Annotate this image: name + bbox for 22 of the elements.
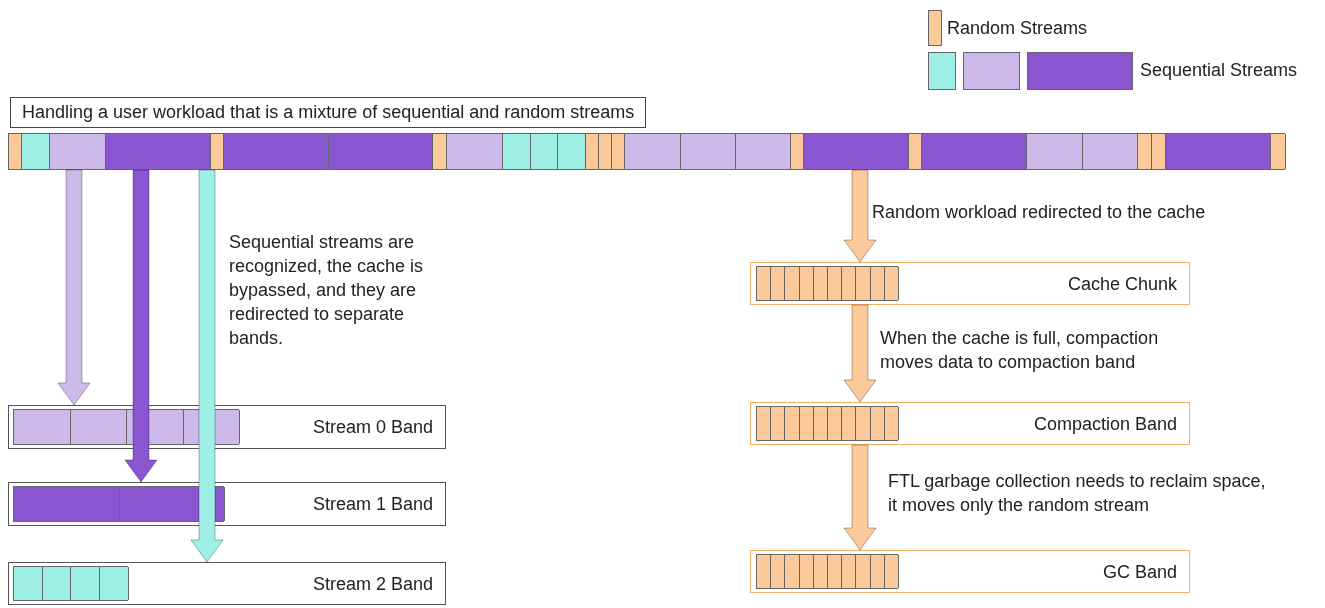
- band-label: GC Band: [1102, 561, 1177, 582]
- band-label: Stream 0 Band: [312, 416, 433, 438]
- band-label: Stream 2 Band: [312, 573, 433, 594]
- block-arrow: [57, 169, 91, 406]
- legend-text: Sequential Streams: [1140, 60, 1298, 81]
- note-text: Sequential streams are recognized, the cache is bypassed, and they are redirected to separate bands.: [229, 231, 425, 350]
- band-box: [8, 482, 446, 526]
- block-arrow: [190, 169, 224, 563]
- block-arrow: [843, 444, 877, 551]
- band-label: Cache Chunk: [1067, 273, 1177, 294]
- block-arrow: [843, 169, 877, 263]
- legend-text: Random Streams: [947, 18, 1088, 39]
- band-box: [750, 550, 1190, 593]
- band-box: [750, 262, 1190, 305]
- band-box: [750, 402, 1190, 445]
- block-arrow: [843, 304, 877, 403]
- band-label: Compaction Band: [1033, 413, 1177, 434]
- heading-box: Handling a user workload that is a mixture of sequential and random streams: [10, 97, 647, 128]
- band-box: [8, 562, 446, 605]
- block-arrow: [124, 169, 158, 483]
- band-box: [8, 405, 446, 449]
- band-label: Stream 1 Band: [312, 493, 433, 515]
